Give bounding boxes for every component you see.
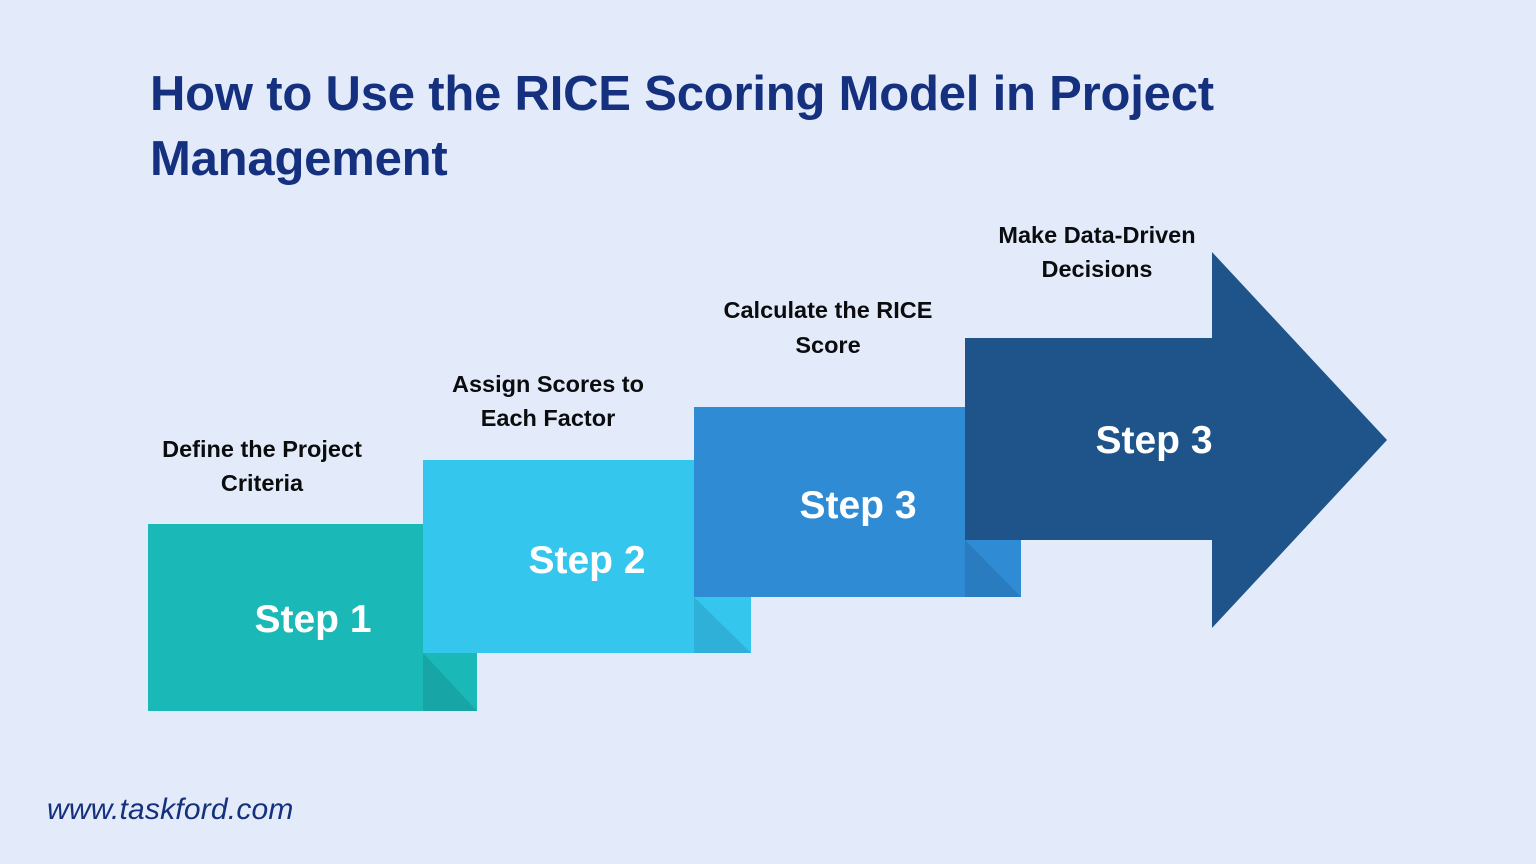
step-1-inner-label: Step 1 bbox=[254, 598, 371, 641]
step-2-caption: Assign Scores to Each Factor bbox=[452, 371, 644, 431]
step-2-caption-line2: Each Factor bbox=[481, 405, 616, 431]
footer-website-url[interactable]: www.taskford.com bbox=[47, 793, 294, 826]
step-1-caption-line1: Define the Project bbox=[162, 436, 362, 462]
step-1-shape[interactable] bbox=[148, 524, 477, 711]
step-1-shadow bbox=[423, 653, 477, 711]
step-4-caption-line2: Decisions bbox=[1041, 256, 1152, 282]
step-2-inner-label: Step 2 bbox=[528, 539, 645, 582]
step-4-caption: Make Data-Driven Decisions bbox=[998, 222, 1195, 282]
step-1-caption: Define the Project Criteria bbox=[162, 436, 362, 496]
step-3-shadow bbox=[965, 540, 1021, 597]
step-3-caption-line2: Score bbox=[795, 332, 860, 358]
step-4-caption-line1: Make Data-Driven bbox=[998, 222, 1195, 248]
step-3-caption-line1: Calculate the RICE bbox=[724, 297, 933, 323]
step-2-caption-line1: Assign Scores to bbox=[452, 371, 644, 397]
page-title: How to Use the RICE Scoring Model in Pro… bbox=[150, 67, 1214, 186]
step-4-group[interactable]: Step 3 bbox=[965, 252, 1387, 628]
step-2-shadow bbox=[694, 597, 751, 653]
step-1-caption-line2: Criteria bbox=[221, 470, 304, 496]
step-1-group[interactable]: Step 1 bbox=[148, 524, 477, 711]
step-4-inner-label: Step 3 bbox=[1095, 419, 1212, 462]
step-3-inner-label: Step 3 bbox=[799, 484, 916, 527]
step-3-caption: Calculate the RICE Score bbox=[724, 297, 933, 358]
step-4-shape[interactable] bbox=[965, 252, 1387, 628]
